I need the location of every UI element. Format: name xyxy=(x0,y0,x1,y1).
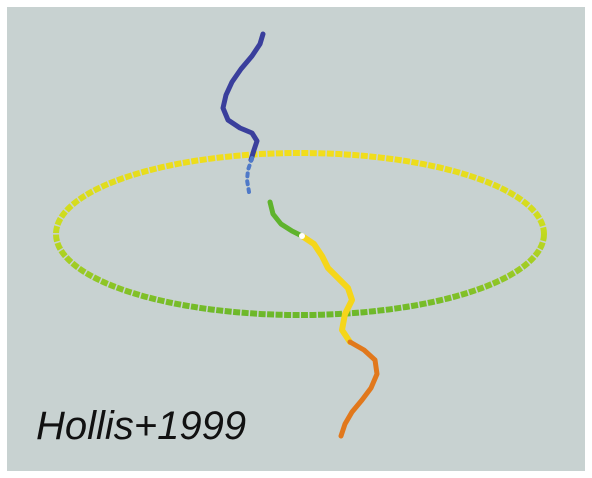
ring-ellipse xyxy=(53,150,547,318)
figure-panel xyxy=(7,7,585,471)
jet-green-segment xyxy=(267,199,305,239)
figure-caption: Hollis+1999 xyxy=(36,404,247,448)
highlight-dot xyxy=(299,233,305,239)
jet-dotted-segment xyxy=(244,156,254,194)
jet-orange-segment xyxy=(338,339,380,439)
jet-yellow-segment xyxy=(299,233,355,345)
jet-blue-segment xyxy=(220,31,266,163)
